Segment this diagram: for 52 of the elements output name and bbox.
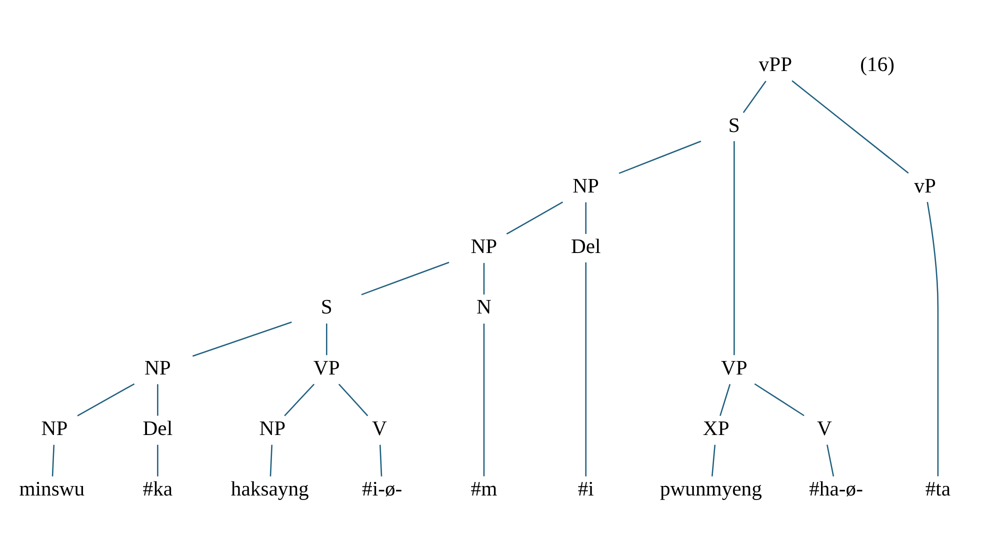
node-text: S [728,114,740,137]
node-text: vP [914,175,936,198]
connector [326,324,328,356]
connector [52,444,55,476]
node-text: vPP [758,54,792,76]
node-text: NP [572,175,600,198]
connector [284,384,315,416]
node-text: NP [41,418,68,440]
node-text: #i [578,478,594,501]
connector [270,444,273,476]
connector [77,383,135,416]
connector [483,324,485,476]
node-text: V [817,418,832,440]
node-text: minswu [19,478,85,501]
connector [792,80,909,174]
connector [585,202,586,234]
connector [157,384,158,416]
node-text: #m [470,478,498,501]
node-text: S [320,296,332,319]
connector [826,444,834,476]
node-text: VP [313,357,340,380]
node-text: pwunmyeng [660,478,762,501]
node-text: Del [142,418,173,440]
connector [157,444,158,476]
connector [506,201,564,235]
connector [338,384,368,416]
label: (16) [860,54,895,76]
connector [754,383,804,416]
connector [742,80,766,114]
node-text: #i-ø- [362,478,402,501]
connector [926,202,939,476]
node-text: #ta [925,478,951,501]
connector [711,444,716,476]
node-text: NP [470,236,498,258]
node-text: XP [702,418,730,440]
node-text: #ha-ø- [809,478,863,501]
connector [379,444,382,476]
node-text: NP [144,357,171,380]
connector [361,262,450,296]
connector [585,262,586,476]
node-text: N [476,296,492,319]
node-text: #ka [142,478,173,501]
connector [734,141,735,356]
connector [192,322,292,357]
node-text: NP [259,418,286,440]
node-text: VP [720,357,748,380]
connector [618,140,702,174]
node-text: V [372,418,387,440]
node-text: haksayng [230,478,309,501]
node-text: Del [570,236,601,258]
connector [720,384,731,416]
connector [483,262,485,295]
